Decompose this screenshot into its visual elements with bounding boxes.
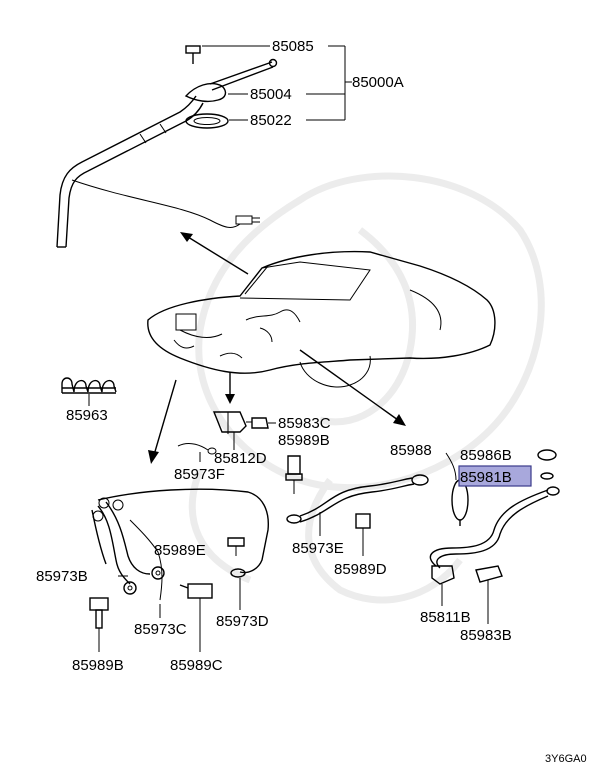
middle-harness [286, 474, 429, 556]
mid-cluster-parts [177, 411, 303, 494]
label-85973B: 85973B [36, 568, 88, 585]
label-85973F: 85973F [174, 466, 225, 483]
diagram-code: 3Y6GA0 [545, 753, 587, 765]
direction-arrows [148, 232, 406, 464]
label-85983B: 85983B [460, 627, 512, 644]
label-85983C: 85983C [278, 415, 331, 432]
label-85973E: 85973E [292, 540, 344, 557]
label-85973D: 85973D [216, 613, 269, 630]
label-85989C: 85989C [170, 657, 223, 674]
right-harness [429, 449, 560, 624]
label-85004: 85004 [250, 86, 292, 103]
label-85963: 85963 [66, 407, 108, 424]
label-85989B-bottom: 85989B [72, 657, 124, 674]
leader-lines-top [202, 45, 352, 121]
label-85988: 85988 [390, 442, 432, 459]
label-85986B: 85986B [460, 447, 512, 464]
clip-85963 [61, 377, 117, 406]
label-85981B: 85981B [460, 469, 512, 486]
left-harness [89, 488, 269, 652]
label-85085: 85085 [272, 38, 314, 55]
label-85812D: 85812D [214, 450, 267, 467]
part-labels: 85085 85000A 85004 85022 85963 85983C 85… [36, 38, 587, 765]
watermark [188, 172, 545, 604]
antenna-assembly [56, 45, 278, 248]
label-85989D: 85989D [334, 561, 387, 578]
label-85022: 85022 [250, 112, 292, 129]
label-85973C: 85973C [134, 621, 187, 638]
highlight-box [458, 465, 532, 487]
car-outline [147, 250, 496, 388]
label-85811B: 85811B [420, 609, 471, 626]
label-85989E: 85989E [154, 542, 206, 559]
label-85000A: 85000A [352, 74, 404, 91]
label-85989B-top: 85989B [278, 432, 330, 449]
